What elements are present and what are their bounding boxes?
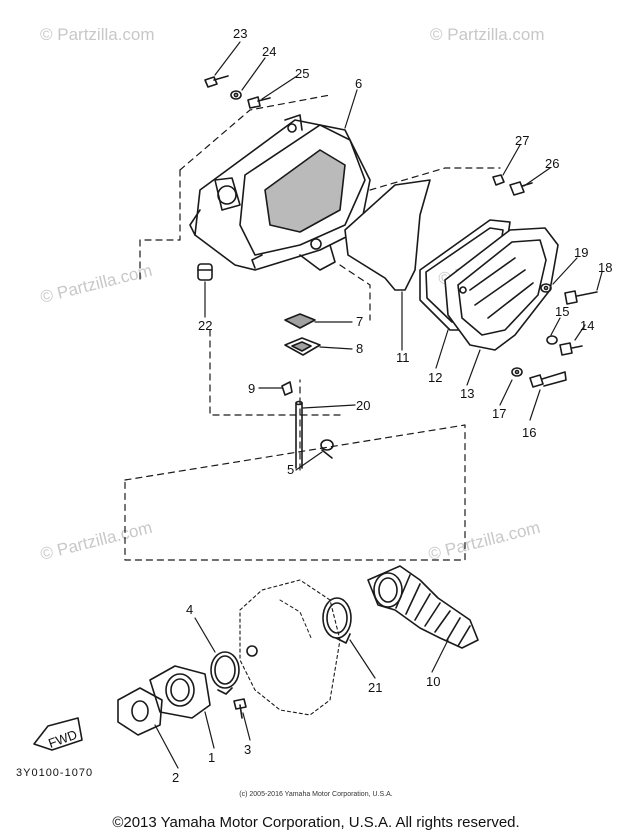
callout-15: 15 xyxy=(555,304,569,319)
washer xyxy=(230,90,242,100)
callout-2: 2 xyxy=(172,770,179,785)
callout-23: 23 xyxy=(233,26,247,41)
bolt xyxy=(559,342,583,356)
air-filter-cover xyxy=(444,227,559,351)
callout-3: 3 xyxy=(244,742,251,757)
long-bolt xyxy=(529,371,567,388)
callout-19: 19 xyxy=(574,245,588,260)
watermark: © Partzilla.com xyxy=(430,25,545,44)
air-filter-case xyxy=(189,114,371,271)
watermark: © Partzilla.com xyxy=(426,518,542,564)
callout-26: 26 xyxy=(545,156,559,171)
air-intake-exploded-diagram: © Partzilla.com © Partzilla.com © Partzi… xyxy=(16,25,612,798)
filter-element-plate xyxy=(344,179,431,291)
nut xyxy=(492,174,505,186)
callout-20: 20 xyxy=(356,398,370,413)
grommet xyxy=(197,263,213,281)
callout-14: 14 xyxy=(580,318,594,333)
callout-18: 18 xyxy=(598,260,612,275)
engine-housing-outline xyxy=(239,579,341,716)
washer xyxy=(540,283,552,293)
callout-21: 21 xyxy=(368,680,382,695)
bolt xyxy=(247,96,271,109)
small-clip xyxy=(281,381,293,396)
screw xyxy=(233,698,247,719)
alignment-dashed-lines xyxy=(124,94,501,561)
callout-5: 5 xyxy=(287,462,294,477)
watermark: © Partzilla.com xyxy=(40,25,155,44)
screw xyxy=(204,75,229,88)
bolt xyxy=(564,290,598,305)
footer-copyright: ©2013 Yamaha Motor Corporation, U.S.A. A… xyxy=(112,814,520,831)
callout-22: 22 xyxy=(198,318,212,333)
washer xyxy=(546,335,558,345)
screw xyxy=(509,181,533,196)
callout-24: 24 xyxy=(262,44,276,59)
callout-13: 13 xyxy=(460,386,474,401)
callout-25: 25 xyxy=(295,66,309,81)
drain-hose xyxy=(295,400,303,469)
joint-clamp xyxy=(322,597,352,644)
leader-lines xyxy=(154,41,603,769)
diagram-number: 3Y0100-1070 xyxy=(16,767,93,779)
forward-arrow-icon xyxy=(33,717,83,751)
callout-11: 11 xyxy=(396,350,410,365)
drain-holder xyxy=(284,337,321,356)
callout-16: 16 xyxy=(522,425,536,440)
callout-4: 4 xyxy=(186,602,193,617)
callout-6: 6 xyxy=(355,76,362,91)
filter-pad xyxy=(284,313,316,329)
watermark: © Partzilla.com xyxy=(38,518,154,564)
callout-17: 17 xyxy=(492,406,506,421)
callout-9: 9 xyxy=(248,381,255,396)
callout-27: 27 xyxy=(515,133,529,148)
hose-clip xyxy=(320,439,334,459)
callout-10: 10 xyxy=(426,674,440,689)
small-copyright: (c) 2005-2016 Yamaha Motor Corporation, … xyxy=(239,791,392,798)
joint-clamp xyxy=(210,651,240,695)
washer xyxy=(511,367,523,377)
callout-12: 12 xyxy=(428,370,442,385)
carburetor-joint xyxy=(149,665,211,719)
callout-8: 8 xyxy=(356,341,363,356)
air-duct-joint xyxy=(367,565,479,649)
callout-1: 1 xyxy=(208,750,215,765)
callout-7: 7 xyxy=(356,314,363,329)
joint-gasket xyxy=(117,687,163,736)
watermark: © Partzilla.com xyxy=(38,261,154,307)
